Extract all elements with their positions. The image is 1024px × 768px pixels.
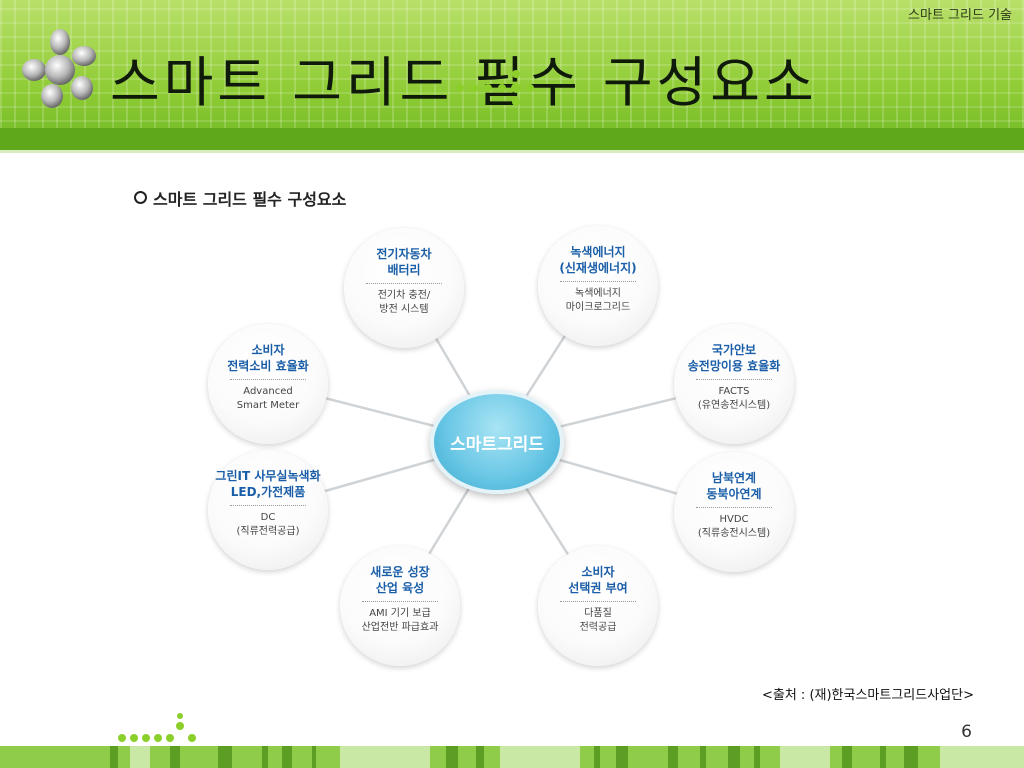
node-divider [696,379,772,380]
node-description: 전기차 충전/ 방전 시스템 [377,290,431,315]
source-citation: <출처 : (재)한국스마트그리드사업단> [761,688,974,703]
node-description: HVDC (직류송전시스템) [697,514,771,539]
top-caption: 스마트 그리드 기술 [908,8,1012,23]
node-consumer-choice: 소비자 선택권 부여 다품질 전력공급 [538,546,658,666]
node-description: 다품질 전력공급 [579,608,617,633]
center-node-label: 스마트그리드 [450,434,544,455]
node-title: 새로운 성장 산업 육성 [370,565,430,595]
node-title: 국가안보 송전망이용 효율화 [687,343,781,373]
section-heading-text: 스마트 그리드 필수 구성요소 [153,190,347,209]
node-inter-korea: 남북연계 동북아연계 HVDC (직류송전시스템) [674,452,794,572]
flower-logo-icon [22,29,96,108]
node-title: 전기자동차 배터리 [376,247,432,277]
footer-bar [0,746,1024,768]
node-green-it: 그린IT 사무실녹색화 LED,가전제품 DC (직류전력공급) [208,450,328,570]
node-description: 녹색에너지 마이크로그리드 [565,288,631,313]
node-divider [560,601,636,602]
node-description: AMI 기기 보급 산업전반 파급효과 [361,608,439,633]
node-divider [230,505,306,506]
node-divider [362,601,438,602]
node-new-growth: 새로운 성장 산업 육성 AMI 기기 보급 산업전반 파급효과 [340,546,460,666]
node-description: DC (직류전력공급) [236,512,300,537]
node-ev-battery: 전기자동차 배터리 전기차 충전/ 방전 시스템 [344,228,464,348]
header-divider [0,150,1024,153]
node-title: 녹색에너지 (신재생에너지) [559,245,637,275]
node-description: Advanced Smart Meter [236,386,300,411]
header-bottom-strip [0,128,1024,150]
footer-dots-icon [118,713,196,754]
page-title: 스마트 그리드 필수 구성요소 [110,51,818,114]
node-green-energy: 녹색에너지 (신재생에너지) 녹색에너지 마이크로그리드 [538,226,658,346]
page-number: 6 [961,722,972,742]
center-node-smart-grid: 스마트그리드 [430,390,564,494]
decorative-dots-icon [456,70,534,106]
node-divider [230,379,306,380]
node-consumer-efficiency: 소비자 전력소비 효율화 Advanced Smart Meter [208,324,328,444]
node-divider [696,507,772,508]
node-title: 소비자 전력소비 효율화 [227,343,309,373]
node-title: 소비자 선택권 부여 [568,565,628,595]
node-description: FACTS (유연송전시스템) [697,386,771,411]
bullet-ring-icon [134,191,147,204]
section-heading: 스마트 그리드 필수 구성요소 [134,186,346,210]
header-band [0,0,1024,150]
node-national-security: 국가안보 송전망이용 효율화 FACTS (유연송전시스템) [674,324,794,444]
node-title: 그린IT 사무실녹색화 LED,가전제품 [215,469,321,499]
node-divider [366,283,442,284]
node-title: 남북연계 동북아연계 [706,471,762,501]
node-divider [560,281,636,282]
